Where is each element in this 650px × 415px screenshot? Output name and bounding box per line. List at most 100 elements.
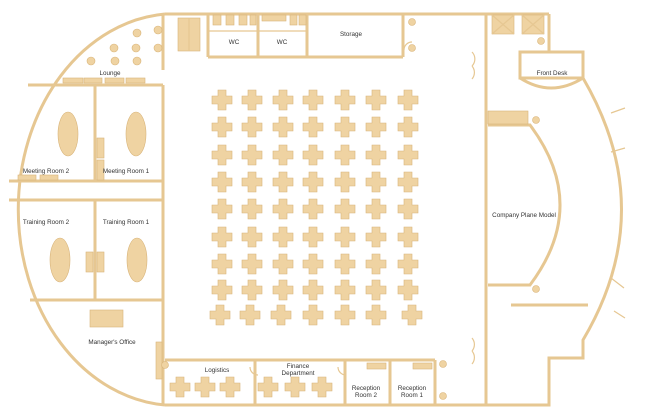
- workstation: [239, 304, 261, 326]
- plant-icon: [532, 285, 540, 293]
- workstation: [272, 198, 294, 220]
- plant-icon: [408, 18, 416, 26]
- workstation: [365, 279, 387, 301]
- workstation: [397, 253, 419, 275]
- workstation: [272, 144, 294, 166]
- label-front-desk: Front Desk: [537, 70, 569, 77]
- workstation: [211, 226, 233, 248]
- lounge-table: [86, 56, 96, 66]
- workstation: [365, 144, 387, 166]
- label-reception-2: Reception: [352, 385, 381, 392]
- workstation: [241, 116, 263, 138]
- workstation: [365, 253, 387, 275]
- workstation: [397, 226, 419, 248]
- workstation: [211, 89, 233, 111]
- workstation: [365, 116, 387, 138]
- workstation: [334, 116, 356, 138]
- workstations: [169, 89, 423, 398]
- lounge-table: [153, 43, 163, 53]
- workstation: [241, 198, 263, 220]
- workstation: [272, 89, 294, 111]
- workstation: [211, 253, 233, 275]
- room-labels: Lounge Meeting Room 2 Meeting Room 1 Tra…: [23, 31, 568, 399]
- workstation: [302, 144, 324, 166]
- plants: [86, 18, 545, 400]
- workstation: [365, 226, 387, 248]
- plant-icon: [537, 37, 545, 45]
- label-lounge: Lounge: [99, 70, 121, 77]
- workstation: [241, 279, 263, 301]
- workstation: [334, 144, 356, 166]
- workstation: [257, 376, 279, 398]
- label-wc-2: WC: [277, 39, 288, 46]
- workstation: [311, 376, 333, 398]
- workstation: [241, 89, 263, 111]
- label-training-room-2: Training Room 2: [23, 219, 70, 226]
- lounge-table: [132, 56, 142, 66]
- plant-icon: [408, 44, 416, 52]
- managers-desk: [89, 309, 124, 328]
- workstation: [272, 253, 294, 275]
- workstation: [211, 171, 233, 193]
- workstation: [270, 304, 292, 326]
- workstation: [365, 198, 387, 220]
- stairs: [177, 17, 201, 52]
- lounge-table: [131, 43, 141, 53]
- lounge-table: [132, 28, 142, 38]
- workstation: [302, 198, 324, 220]
- workstation: [169, 376, 191, 398]
- workstation: [334, 171, 356, 193]
- label-wc-1: WC: [229, 39, 240, 46]
- workstation: [302, 304, 324, 326]
- workstation: [334, 253, 356, 275]
- workstation: [211, 279, 233, 301]
- workstation: [365, 304, 387, 326]
- doors: [249, 41, 626, 376]
- workstation: [211, 198, 233, 220]
- label-meeting-room-1: Meeting Room 1: [103, 168, 150, 175]
- workstation: [211, 144, 233, 166]
- label-meeting-room-2: Meeting Room 2: [23, 168, 70, 175]
- workstation: [272, 226, 294, 248]
- lounge-table: [153, 25, 163, 35]
- label-department: Department: [282, 370, 315, 377]
- workstation: [284, 376, 306, 398]
- workstation: [272, 116, 294, 138]
- workstation: [334, 304, 356, 326]
- workstation: [302, 226, 324, 248]
- label-room-1: Room 1: [401, 392, 424, 399]
- workstation: [397, 279, 419, 301]
- cabinets: [17, 110, 529, 380]
- workstation: [241, 171, 263, 193]
- workstation: [211, 116, 233, 138]
- workstation: [209, 304, 231, 326]
- label-storage: Storage: [340, 31, 363, 38]
- workstation: [302, 116, 324, 138]
- workstation: [302, 89, 324, 111]
- lounge-table: [110, 56, 120, 66]
- workstation: [334, 89, 356, 111]
- plant-icon: [439, 360, 447, 368]
- workstation: [241, 253, 263, 275]
- plant-icon: [161, 361, 169, 369]
- workstation: [219, 376, 241, 398]
- toilets: [212, 14, 307, 26]
- workstation: [397, 171, 419, 193]
- workstation: [401, 304, 423, 326]
- label-company-plane-model: Company Plane Model: [492, 212, 556, 219]
- workstation: [194, 376, 216, 398]
- conference-tables: [49, 111, 148, 283]
- walls: [9, 12, 623, 407]
- workstation: [397, 89, 419, 111]
- workstation: [302, 279, 324, 301]
- workstation: [302, 253, 324, 275]
- lounge-table: [109, 43, 119, 53]
- workstation: [241, 226, 263, 248]
- lounge-sofas: [62, 77, 146, 84]
- label-finance: Finance: [287, 363, 310, 370]
- workstation: [365, 171, 387, 193]
- label-room-2: Room 2: [355, 392, 378, 399]
- workstation: [397, 116, 419, 138]
- workstation: [334, 226, 356, 248]
